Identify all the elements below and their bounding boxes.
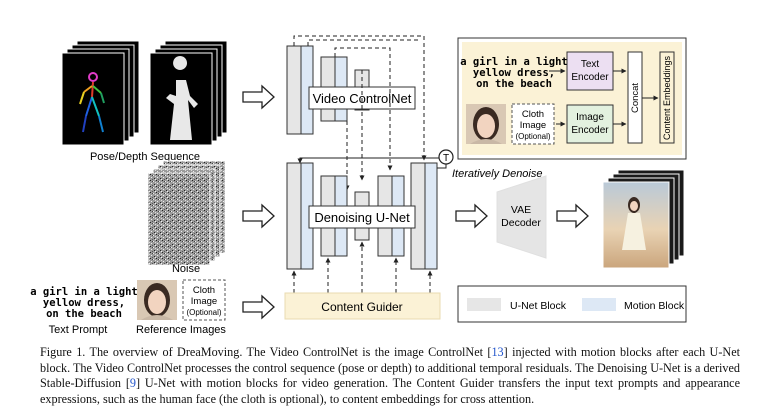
svg-text:yellow dress,: yellow dress,: [43, 297, 125, 309]
pose-sequence-stack: [61, 40, 140, 146]
svg-text:Text: Text: [581, 59, 600, 70]
image-encoder: Image Encoder: [566, 104, 614, 144]
svg-text:Image: Image: [576, 112, 604, 123]
input-arrows: [242, 84, 275, 320]
arrow-noise-to-unet: [242, 203, 275, 229]
text-encoder: Text Encoder: [566, 51, 614, 91]
figure-number: Figure 1.: [40, 345, 86, 359]
panel-cloth-box: Cloth Image (Optional): [511, 103, 555, 145]
panel-text-prompt: a girl in a light yellow dress, on the b…: [460, 56, 567, 90]
panel-face-image: [466, 104, 506, 144]
svg-text:Cloth: Cloth: [193, 285, 215, 296]
svg-text:on the beach: on the beach: [46, 308, 122, 320]
content-embedding-panel: a girl in a light yellow dress, on the b…: [457, 37, 687, 160]
svg-text:Encoder: Encoder: [571, 72, 609, 83]
caption-text-1: The overview of DreaMoving. The Video Co…: [85, 345, 492, 359]
svg-text:VAE: VAE: [511, 204, 531, 216]
legend-unet-swatch: [467, 298, 501, 311]
depth-silhouette-icon: [166, 56, 198, 140]
output-video-stack: [602, 169, 685, 269]
text-prompt: a girl in a light yellow dress, on the b…: [30, 286, 137, 320]
content-guider-label: Content Guider: [321, 300, 402, 314]
caption-text-3: ] U-Net with motion blocks for video gen…: [40, 376, 740, 406]
vae-decoder: VAE Decoder: [496, 175, 547, 259]
arrow-vae-to-video: [556, 203, 589, 229]
svg-text:Image: Image: [520, 120, 546, 131]
svg-text:Image: Image: [191, 296, 217, 307]
arrow-unet-to-vae: [455, 203, 488, 229]
pose-depth-label: Pose/Depth Sequence: [90, 151, 200, 163]
svg-text:Concat: Concat: [630, 83, 641, 113]
svg-text:a girl in a light: a girl in a light: [460, 56, 567, 68]
svg-text:on the beach: on the beach: [476, 78, 552, 90]
legend: U-Net Block Motion Block: [457, 285, 687, 323]
svg-text:a girl in a light: a girl in a light: [30, 286, 137, 298]
citation-link-9[interactable]: 9: [129, 376, 136, 391]
svg-text:yellow dress,: yellow dress,: [473, 67, 555, 79]
reference-cloth-box: Cloth Image (Optional): [182, 279, 226, 321]
concat-block: Concat: [627, 51, 643, 144]
legend-motion-swatch: [582, 298, 616, 311]
iteration-loop: T: [297, 149, 454, 169]
iteratively-denoise-label: Iteratively Denoise: [452, 168, 543, 180]
noise-label: Noise: [172, 263, 200, 275]
svg-text:Encoder: Encoder: [571, 125, 609, 136]
video-controlnet: Video ControlNet: [286, 45, 416, 135]
citation-link-13[interactable]: 13: [491, 345, 504, 359]
svg-text:Cloth: Cloth: [522, 109, 544, 120]
content-embeddings-block: Content Embeddings: [659, 51, 675, 144]
denoising-unet-label: Denoising U-Net: [314, 210, 410, 225]
svg-text:(Optional): (Optional): [186, 308, 221, 317]
svg-text:Decoder: Decoder: [501, 217, 541, 229]
reference-images-label: Reference Images: [136, 324, 226, 336]
text-prompt-label: Text Prompt: [49, 324, 108, 336]
depth-sequence-stack: [149, 40, 228, 146]
reference-face-image: [137, 280, 177, 320]
panel-arrows: [549, 68, 659, 127]
girl-on-beach-icon: [622, 197, 646, 250]
pose-skeleton-icon: [79, 72, 105, 133]
svg-text:Content Embeddings: Content Embeddings: [662, 55, 672, 140]
denoising-unet: Denoising U-Net: [286, 162, 438, 270]
timestep-t-symbol: T: [443, 153, 449, 164]
arrow-pose-to-controlnet: [242, 84, 275, 110]
legend-motion-label: Motion Block: [624, 300, 685, 312]
content-guider: Content Guider: [284, 292, 441, 320]
overview-diagram: Pose/Depth Sequence Noise a girl in a li…: [30, 35, 687, 336]
noise-stack: [147, 160, 226, 266]
figure-caption: Figure 1. The overview of DreaMoving. Th…: [40, 345, 740, 407]
legend-unet-label: U-Net Block: [510, 300, 567, 312]
guider-dashed-connections: [291, 241, 433, 293]
svg-text:(Optional): (Optional): [515, 132, 550, 141]
caption-text-2: ] injected with motion blocks after each…: [40, 345, 740, 391]
arrow-ref-to-guider: [242, 294, 275, 320]
